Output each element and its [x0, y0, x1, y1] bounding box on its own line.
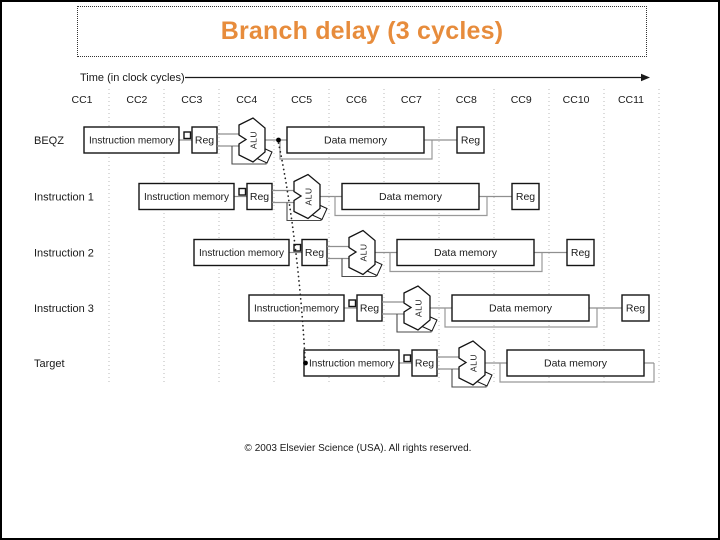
instruction-memory-box	[248, 294, 345, 322]
data-memory-label: Data memory	[544, 358, 608, 370]
timeline-arrowhead-icon	[641, 73, 650, 82]
cycle-label: CC9	[511, 94, 532, 106]
dm-loop-wire	[334, 196, 488, 217]
cycle-label: CC11	[618, 94, 644, 106]
instruction-memory-label: Instruction memory	[254, 304, 339, 315]
instruction-memory-box	[193, 238, 290, 267]
alu-shape	[293, 173, 321, 220]
cycle-label: CC5	[291, 94, 312, 106]
cycle-label: CC2	[126, 94, 147, 106]
cycle-label: CC8	[456, 94, 477, 106]
reg-box	[411, 349, 438, 377]
data-memory-box	[506, 349, 645, 377]
branch-decision-dot	[276, 137, 281, 143]
alu-shape	[348, 229, 376, 276]
row-label: Instruction 1	[34, 192, 94, 204]
writeback-reg-box	[456, 126, 485, 154]
writeback-reg-label: Reg	[626, 303, 645, 315]
cycle-label: CC3	[181, 94, 202, 106]
pipeline-latch	[238, 187, 247, 196]
data-memory-box	[341, 182, 480, 211]
data-memory-label: Data memory	[324, 135, 388, 147]
cycle-label: CC1	[71, 94, 92, 106]
alu-label: ALU	[359, 243, 369, 261]
dm-loop-wire	[444, 308, 598, 328]
row-label: Instruction 3	[34, 303, 94, 315]
row-label: BEQZ	[34, 135, 64, 147]
dm-loop-wire	[499, 363, 655, 383]
row-label: Instruction 2	[34, 248, 94, 260]
data-memory-box	[396, 238, 535, 267]
reg-label: Reg	[195, 135, 214, 147]
pipeline-row: ALU	[303, 340, 655, 388]
slide-title-box: Branch delay (3 cycles)	[77, 6, 647, 57]
data-memory-label: Data memory	[489, 303, 553, 315]
instruction-memory-box	[138, 182, 235, 211]
target-fetch-dot	[303, 360, 308, 366]
cycle-label: CC4	[236, 94, 257, 106]
writeback-reg-label: Reg	[461, 135, 480, 147]
reg-box	[301, 238, 328, 267]
pipeline-latch	[183, 131, 192, 140]
instruction-memory-label: Instruction memory	[199, 248, 284, 259]
alu-label: ALU	[469, 354, 479, 372]
slide-title: Branch delay (3 cycles)	[220, 17, 504, 45]
writeback-reg-box	[621, 294, 650, 322]
instruction-memory-label: Instruction memory	[309, 359, 394, 370]
copyright-note: © 2003 Elsevier Science (USA). All right…	[244, 443, 472, 454]
data-memory-box	[451, 294, 590, 322]
data-memory-label: Data memory	[379, 191, 443, 203]
writeback-reg-box	[511, 182, 540, 211]
pipeline-latch	[293, 243, 302, 252]
instruction-memory-label: Instruction memory	[89, 136, 174, 147]
writeback-reg-label: Reg	[516, 191, 535, 203]
row-label: Target	[34, 358, 65, 370]
reg-label: Reg	[360, 303, 379, 315]
pipeline-row: ALU	[138, 173, 540, 222]
instruction-memory-label: Instruction memory	[144, 192, 229, 203]
reg-box	[246, 182, 273, 211]
dm-loop-wire	[279, 140, 433, 160]
writeback-reg-label: Reg	[571, 247, 590, 259]
alu-label: ALU	[414, 299, 424, 317]
reg-label: Reg	[305, 247, 324, 259]
pipeline-row: ALU	[193, 229, 595, 278]
reg-box	[356, 294, 383, 322]
cycle-label: CC7	[401, 94, 422, 106]
alu-label: ALU	[304, 187, 314, 205]
alu-shape	[403, 285, 431, 331]
cycle-label: CC6	[346, 94, 367, 106]
pipeline-latch	[348, 299, 357, 308]
instruction-memory-box	[83, 126, 180, 154]
data-memory-label: Data memory	[434, 247, 498, 259]
reg-label: Reg	[250, 191, 269, 203]
instruction-memory-box	[303, 349, 400, 377]
dm-loop-wire	[389, 252, 543, 273]
reg-label: Reg	[415, 358, 434, 370]
branch-delay-path	[277, 142, 306, 359]
pipeline-row: ALU	[83, 117, 485, 165]
pipeline-row: ALU	[248, 285, 650, 333]
alu-shape	[238, 117, 266, 163]
alu-label: ALU	[249, 131, 259, 149]
writeback-reg-box	[566, 238, 595, 267]
pipeline-latch	[403, 354, 412, 363]
timeline-label: Time (in clock cycles)	[80, 72, 185, 84]
cycle-label: CC10	[563, 94, 590, 106]
reg-box	[191, 126, 218, 154]
alu-shape	[458, 340, 486, 386]
data-memory-box	[286, 126, 425, 154]
